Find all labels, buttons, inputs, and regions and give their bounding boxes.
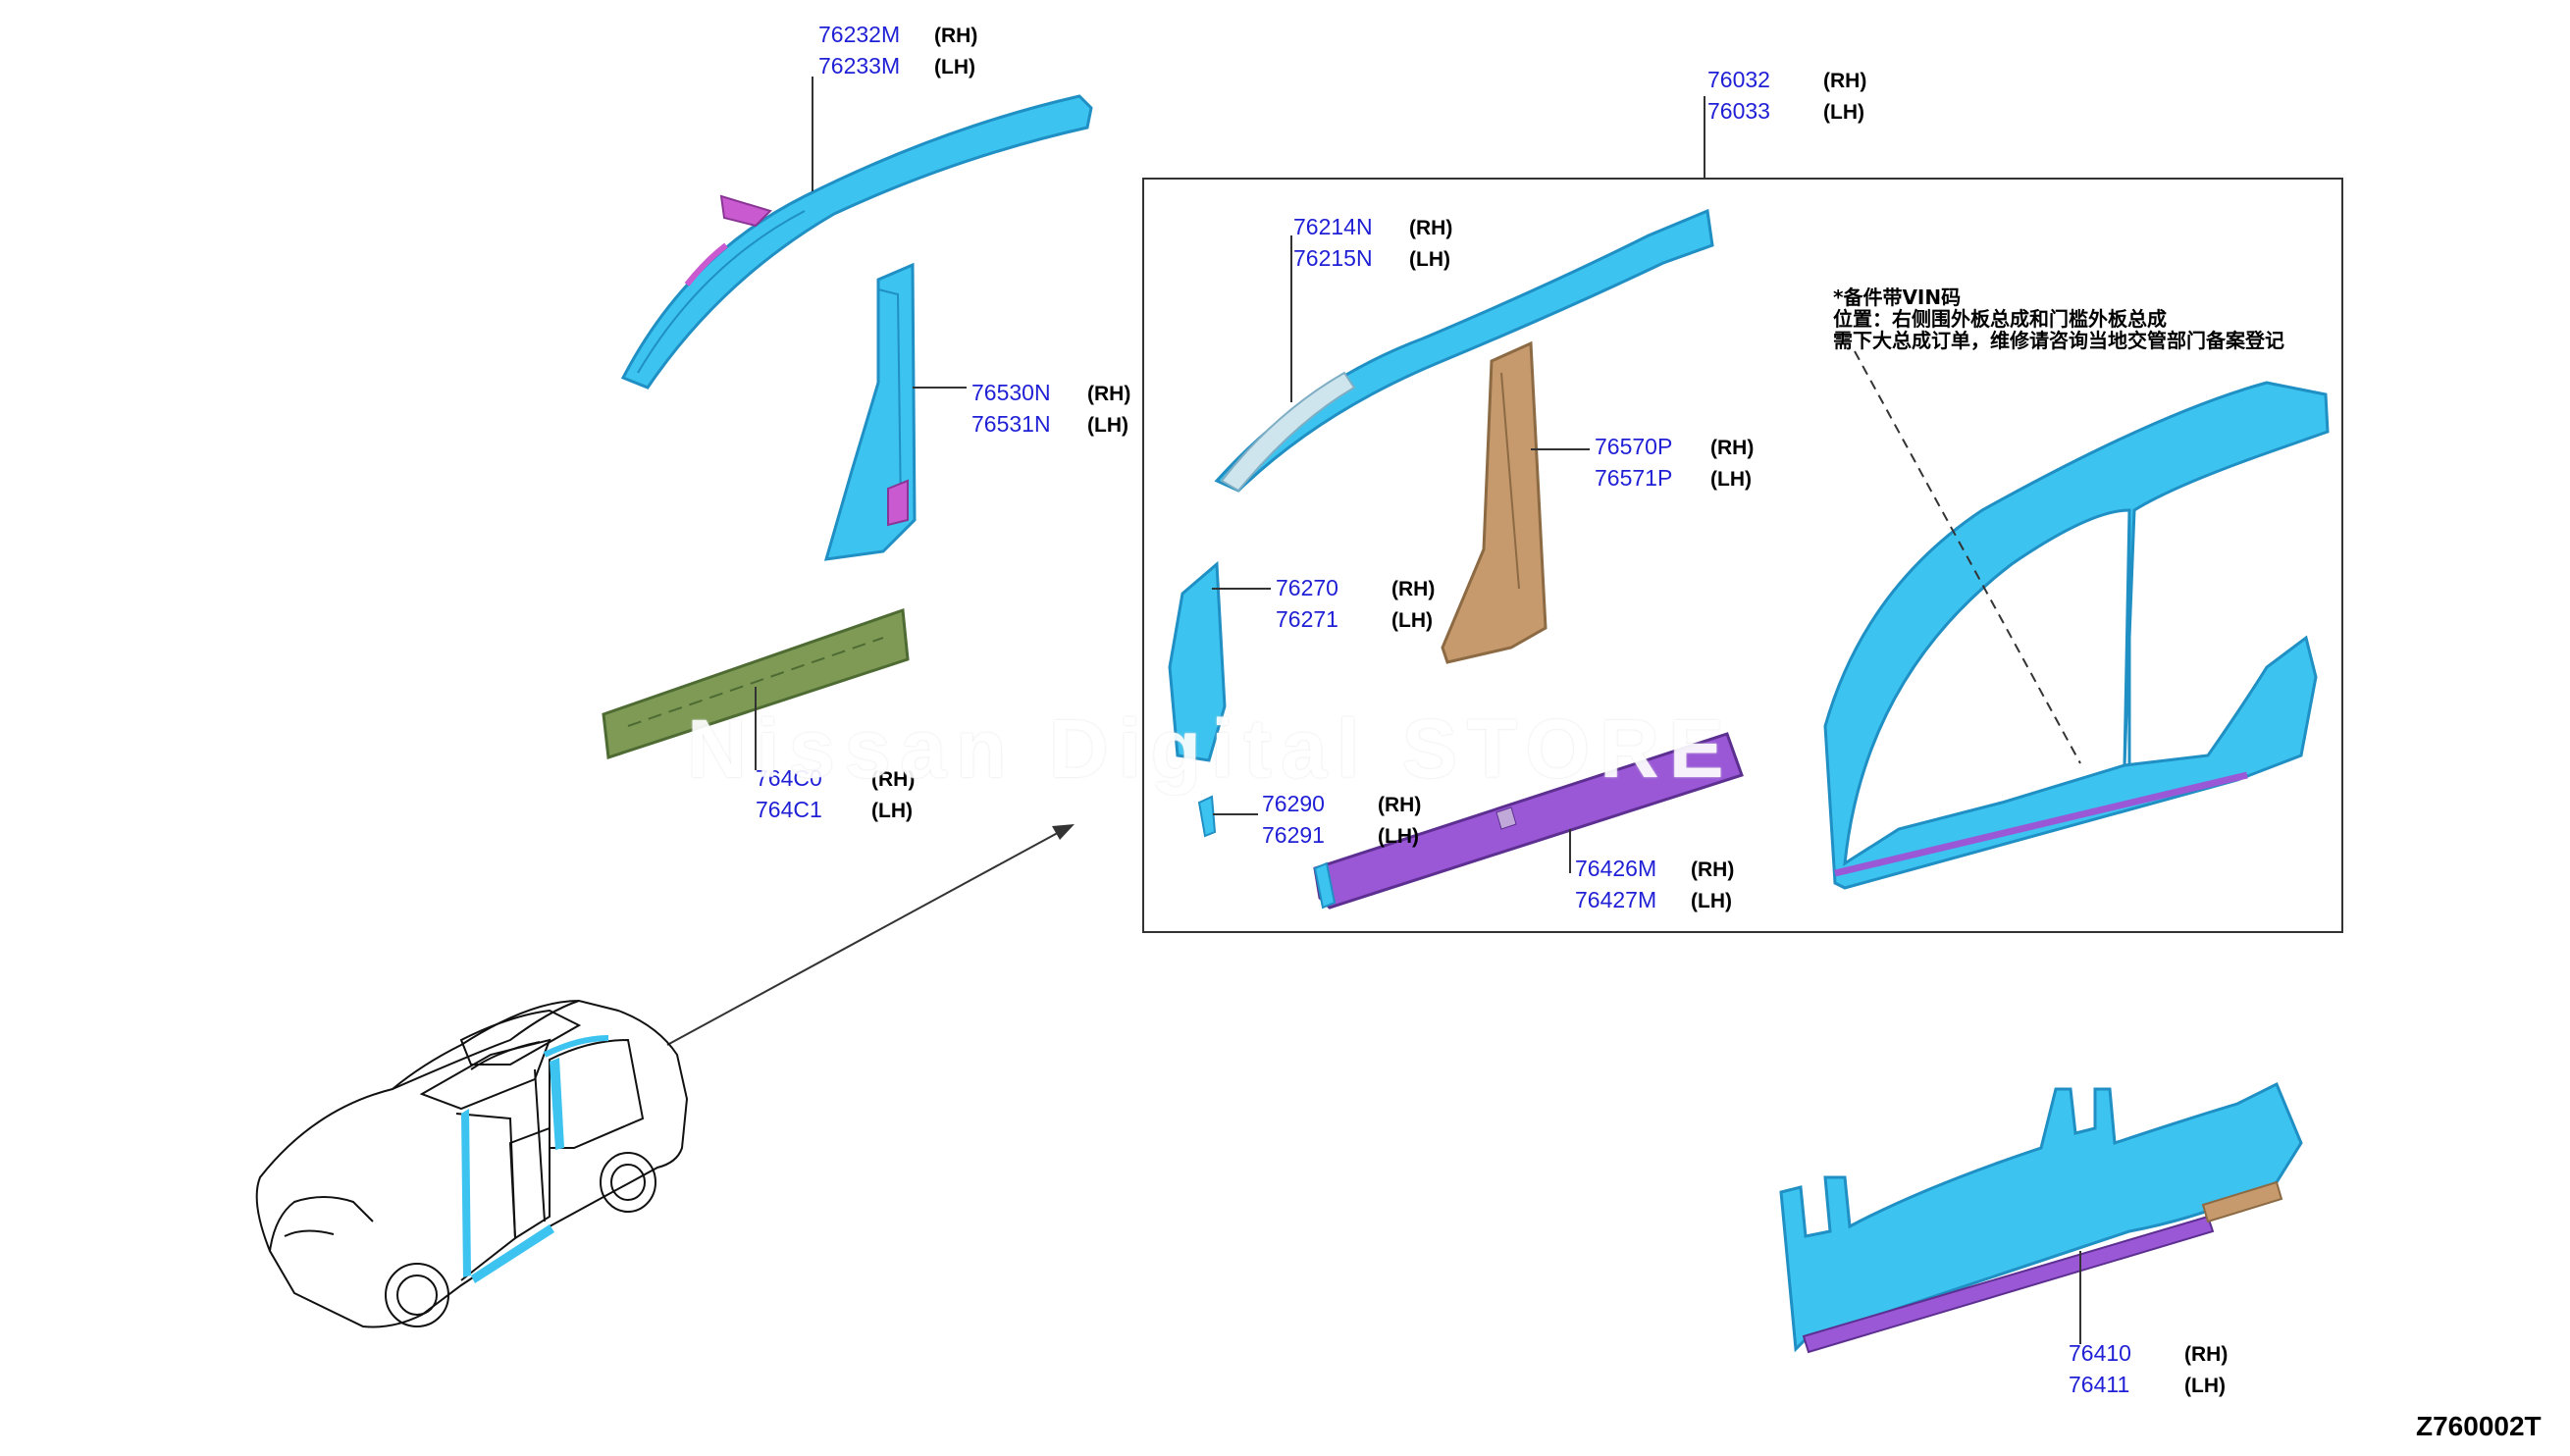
assembly-frame	[1142, 178, 2343, 933]
vin-note-leader	[1854, 350, 2081, 764]
side-rh: (RH)	[1087, 383, 1131, 405]
callout-bracket: 76290 (RH) 76291 (LH)	[1262, 789, 1421, 852]
part-number-lh[interactable]: 76427M	[1575, 887, 1657, 912]
side-rh: (RH)	[1691, 858, 1735, 881]
side-rh: (RH)	[871, 768, 916, 791]
part-number-rh[interactable]: 76214N	[1293, 214, 1373, 239]
part-number-lh[interactable]: 764C1	[756, 797, 822, 822]
side-lh: (LH)	[1691, 890, 1732, 912]
callout-sill-inner: 764C0 (RH) 764C1 (LH)	[756, 763, 915, 826]
vehicle-highlight	[461, 1035, 609, 1283]
part-number-rh[interactable]: 76032	[1707, 67, 1770, 92]
part-number-lh[interactable]: 76531N	[971, 411, 1051, 437]
part-number-lh[interactable]: 76215N	[1293, 245, 1373, 271]
pillar-reinforcement-part[interactable]	[1441, 340, 1547, 664]
roof-rail-part[interactable]	[620, 94, 1093, 390]
part-number-rh[interactable]: 764C0	[756, 765, 822, 791]
part-number-lh[interactable]: 76291	[1262, 822, 1325, 848]
side-lh: (LH)	[1378, 825, 1419, 848]
side-lh: (LH)	[2184, 1375, 2226, 1397]
watermark: Nissan Digital STORE	[687, 702, 1734, 795]
callout-pillar-reinforcement: 76570P (RH) 76571P (LH)	[1595, 432, 1754, 494]
front-pillar-lower-part[interactable]	[1168, 560, 1227, 762]
diagram-code: Z760002T	[2416, 1411, 2542, 1441]
callout-sill-panel: 76410 (RH) 76411 (LH)	[2069, 1338, 2228, 1401]
callout-body-side-assembly: 76032 (RH) 76033 (LH)	[1707, 65, 1866, 128]
side-lh: (LH)	[1823, 101, 1864, 124]
side-rh: (RH)	[1378, 794, 1422, 816]
vehicle-illustration	[255, 999, 689, 1328]
side-lh: (LH)	[1409, 248, 1450, 271]
part-number-rh[interactable]: 76232M	[818, 22, 901, 47]
side-lh: (LH)	[934, 56, 975, 78]
part-number-rh[interactable]: 76270	[1276, 575, 1338, 600]
side-rh: (RH)	[1391, 578, 1436, 600]
part-number-lh[interactable]: 76271	[1276, 606, 1338, 632]
part-number-lh[interactable]: 76411	[2069, 1372, 2130, 1397]
side-rh: (RH)	[1823, 70, 1867, 92]
callout-center-pillar: 76530N (RH) 76531N (LH)	[971, 378, 1130, 441]
vin-note-line-1: *备件带VIN码	[1833, 286, 1962, 309]
part-number-lh[interactable]: 76233M	[818, 53, 901, 78]
side-lh: (LH)	[1710, 468, 1752, 491]
part-number-rh[interactable]: 76426M	[1575, 856, 1657, 881]
roof-rail-outer-part[interactable]	[1214, 208, 1714, 493]
side-lh: (LH)	[1391, 609, 1433, 632]
detail-arrow	[666, 828, 1066, 1046]
callout-roof-rail-outer: 76214N (RH) 76215N (LH)	[1293, 212, 1452, 275]
part-number-lh[interactable]: 76033	[1707, 98, 1770, 124]
vin-note: *备件带VIN码 位置：右侧围外板总成和门槛外板总成 需下大总成订单，维修请咨询…	[1833, 286, 2284, 351]
center-pillar-part[interactable]	[823, 262, 917, 561]
sill-outer-part[interactable]	[1313, 732, 1744, 910]
side-lh: (LH)	[1087, 414, 1128, 437]
sill-inner-part[interactable]	[602, 607, 910, 759]
arrow-head	[1052, 824, 1075, 840]
bracket-part[interactable]	[1197, 795, 1217, 838]
callout-sill-outer: 76426M (RH) 76427M (LH)	[1575, 854, 1734, 916]
part-number-rh[interactable]: 76570P	[1595, 434, 1673, 459]
sill-panel-part[interactable]	[1779, 1081, 2303, 1354]
side-lh: (LH)	[871, 800, 913, 822]
vin-note-line-3: 需下大总成订单，维修请咨询当地交管部门备案登记	[1833, 329, 2284, 352]
side-rh: (RH)	[934, 25, 978, 47]
side-rh: (RH)	[2184, 1343, 2229, 1366]
part-number-lh[interactable]: 76571P	[1595, 465, 1673, 491]
callout-roof-rail: 76232M (RH) 76233M (LH)	[818, 20, 977, 82]
vin-note-line-2: 位置：右侧围外板总成和门槛外板总成	[1833, 307, 2167, 331]
part-number-rh[interactable]: 76410	[2069, 1340, 2131, 1366]
callout-front-pillar-lower: 76270 (RH) 76271 (LH)	[1276, 573, 1435, 636]
side-rh: (RH)	[1409, 217, 1453, 239]
part-number-rh[interactable]: 76290	[1262, 791, 1325, 816]
body-side-assembly-part[interactable]	[1823, 381, 2330, 890]
side-rh: (RH)	[1710, 437, 1755, 459]
part-number-rh[interactable]: 76530N	[971, 380, 1051, 405]
